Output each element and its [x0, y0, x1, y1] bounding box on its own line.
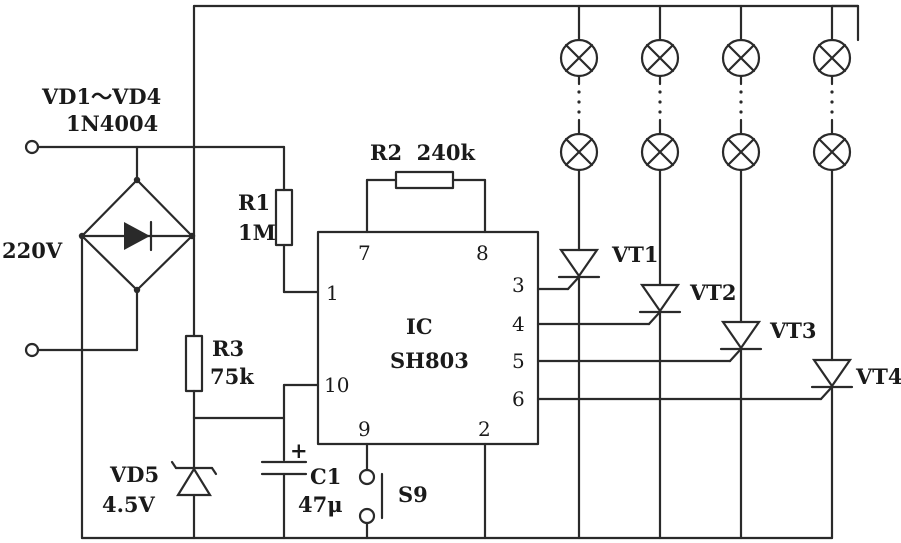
ic-name-label: IC	[406, 314, 433, 339]
vt2-thyristor	[536, 283, 682, 540]
lamp-icon	[640, 132, 680, 172]
switch-s9	[358, 442, 384, 540]
r3-name-label: R3	[212, 336, 244, 361]
vt4-thyristor	[536, 358, 854, 540]
c1-value-label: 47μ	[298, 492, 343, 517]
pin-1-label: 1	[326, 281, 339, 305]
r3-branch	[170, 234, 320, 540]
lamp-string-1	[559, 4, 599, 252]
pin-3-label: 3	[512, 273, 525, 297]
pin-6-label: 6	[512, 387, 525, 411]
diode-icon	[124, 220, 153, 252]
ic-sh803	[316, 230, 540, 446]
vd5-value-label: 4.5V	[102, 492, 156, 517]
vt1-thyristor	[536, 248, 601, 540]
r2-label: R2 240k	[370, 140, 476, 165]
vt3-label: VT3	[769, 318, 817, 343]
vt3-thyristor	[536, 320, 763, 540]
ac-terminal-bottom	[24, 342, 40, 358]
bridge-name-label: VD1～VD4	[41, 84, 161, 109]
pin-10-label: 10	[324, 373, 349, 397]
resistor-r1	[274, 188, 294, 247]
top-rail	[192, 4, 860, 238]
r1-value-label: 1M	[238, 220, 276, 245]
c1-name-label: C1	[310, 464, 341, 489]
resistor-r3	[184, 334, 204, 393]
lamp-icon	[721, 132, 761, 172]
lamp-icon	[812, 38, 852, 78]
lamp-string-2	[640, 4, 680, 287]
bridge-part-label: 1N4004	[66, 111, 158, 136]
vt4-label: VT4	[855, 364, 901, 389]
ic-part-label: SH803	[390, 348, 469, 373]
ic-pin-numbers: 1 2 3 4 5 6 7 8 9 10	[324, 241, 525, 441]
r1	[274, 145, 320, 294]
ic-body	[316, 230, 540, 446]
bridge-rectifier	[78, 145, 196, 352]
pin-2-label: 2	[478, 417, 491, 441]
c1-plus-label: +	[290, 438, 308, 463]
pin-7-label: 7	[358, 241, 371, 265]
lamp-icon	[812, 132, 852, 172]
pin-5-label: 5	[512, 349, 525, 373]
lamp-icon	[640, 38, 680, 78]
ac-input	[24, 139, 286, 358]
pin-9-label: 9	[358, 417, 371, 441]
switch-label: S9	[398, 482, 428, 507]
negative-rail	[80, 234, 834, 540]
lamp-string-4	[812, 4, 860, 362]
lamp-icon	[559, 132, 599, 172]
r3-value-label: 75k	[210, 364, 254, 389]
outputs	[536, 248, 854, 540]
pin-4-label: 4	[512, 312, 525, 336]
lamp-icon	[559, 38, 599, 78]
capacitor-icon	[260, 460, 308, 476]
lamp-string-3	[721, 4, 761, 324]
vt2-label: VT2	[689, 280, 737, 305]
vd5-name-label: VD5	[109, 462, 159, 487]
pin-8-label: 8	[476, 241, 489, 265]
supply-label: 220V	[2, 238, 63, 263]
zener-diode-icon	[170, 460, 218, 497]
ac-terminal-top	[24, 139, 40, 155]
lamp-icon	[721, 38, 761, 78]
r1-name-label: R1	[238, 190, 270, 215]
resistor-r2	[394, 170, 455, 190]
r2	[365, 170, 487, 234]
vt1-label: VT1	[611, 242, 659, 267]
labels: VD1～VD4 1N4004 220V R1 1M R2 240k R3 75k…	[2, 84, 901, 517]
lamp-strings	[559, 4, 860, 362]
